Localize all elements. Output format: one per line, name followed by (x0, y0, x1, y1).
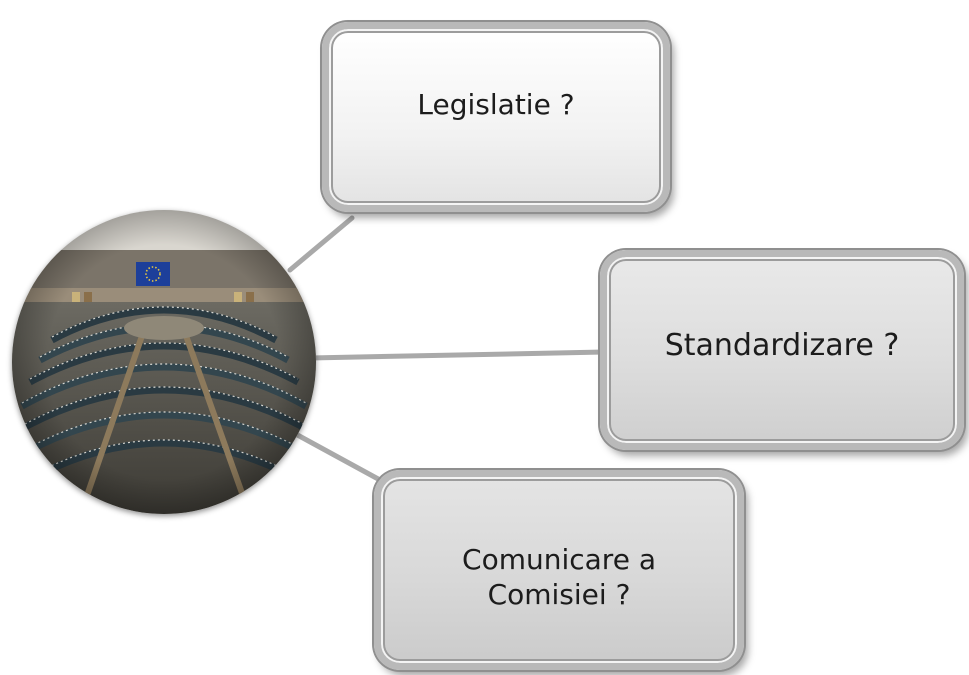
legislatie-label: Legislatie ? (417, 87, 575, 121)
connector-comunicare (289, 429, 383, 483)
parliament-hemicycle-icon (12, 210, 316, 514)
box-legislatie: Legislatie ? (322, 22, 670, 212)
connector-legislatie (287, 215, 355, 273)
box-comunicare-comisiei: Comunicare a Comisiei ? (374, 470, 744, 670)
box-standardizare: Standardizare ? (600, 250, 964, 450)
standardizare-label: Standardizare ? (664, 328, 900, 364)
connector-standardizare (307, 349, 607, 361)
parliament-photo (12, 210, 316, 514)
comunicare-comisiei-label: Comunicare a Comisiei ? (462, 543, 656, 611)
